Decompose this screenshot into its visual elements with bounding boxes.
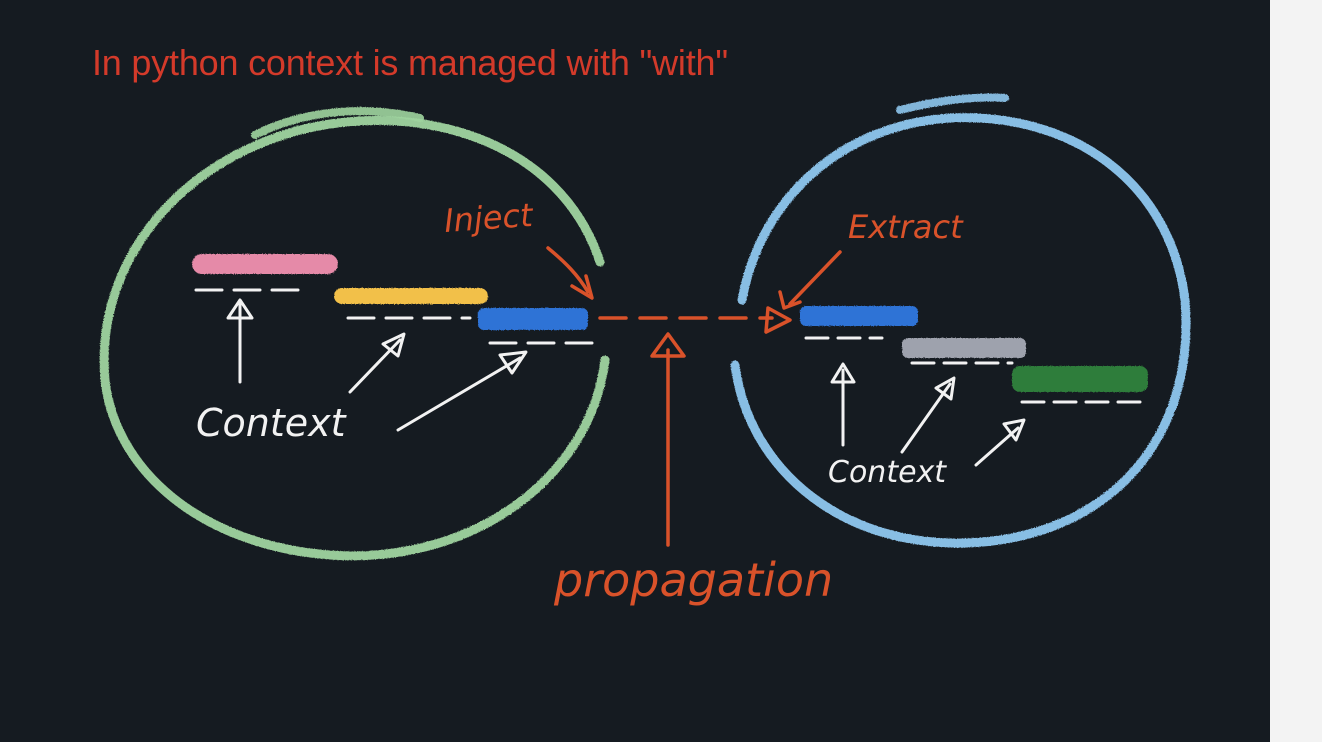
inject-arrow <box>546 246 594 300</box>
right-dashed-underlines <box>804 336 1142 404</box>
right-context-arrows <box>830 362 1026 467</box>
context-bar-green <box>1012 366 1148 392</box>
context-bar-blue-right <box>800 306 918 326</box>
side-strip <box>1270 0 1322 742</box>
propagation-arrow <box>650 332 686 547</box>
left-context-bars <box>192 254 588 330</box>
left-dashed-underlines <box>194 288 602 345</box>
extract-arrow <box>778 250 842 310</box>
context-label-left: Context <box>196 401 348 445</box>
inject-label: Inject <box>443 196 535 240</box>
propagation-link <box>598 306 792 334</box>
propagation-label: propagation <box>553 553 833 607</box>
context-bar-blue-left <box>478 308 588 330</box>
context-bar-pink <box>192 254 338 274</box>
context-bar-yellow <box>334 288 488 304</box>
context-label-right: Context <box>828 455 947 490</box>
caption-title: In python context is managed with "with" <box>92 42 728 83</box>
context-bar-gray <box>902 338 1026 358</box>
left-service-circle <box>99 107 610 561</box>
right-context-bars <box>800 306 1148 392</box>
left-context-arrows <box>226 298 528 432</box>
extract-label: Extract <box>848 208 964 246</box>
right-service-circle <box>730 93 1191 548</box>
